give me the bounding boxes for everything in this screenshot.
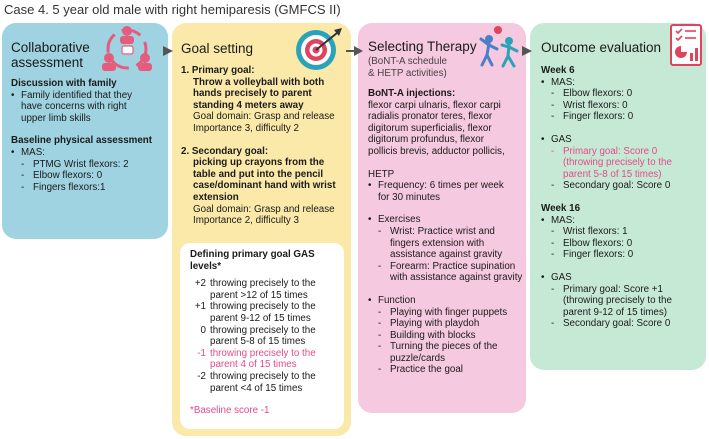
week16-primary-score: - Primary goal: Score +1(throwing precis…: [551, 283, 672, 318]
function-item: -Playing with finger puppets: [378, 306, 508, 318]
children-playing-icon: [479, 26, 519, 68]
mas-item: -Elbow flexors: 0: [21, 170, 103, 182]
team-discussion-icon: [102, 26, 152, 71]
selecting-therapy-panel: [358, 23, 526, 413]
secondary-goal-label: 2. Secondary goal:: [181, 145, 269, 157]
secondary-goal-importance: Importance 2, difficulty 3: [193, 215, 300, 227]
week16-mas-label: •MAS:: [541, 214, 575, 226]
gas-levels-box: [180, 243, 344, 429]
week6-mas-label: •MAS:: [541, 76, 575, 88]
exercises-label: •Exercises: [368, 214, 421, 226]
week6-mas-item: -Elbow flexors: 0: [551, 88, 633, 100]
bont-heading: BoNT-A injections:: [368, 88, 456, 99]
function-item: -Practice the goal: [378, 364, 463, 376]
secondary-goal-domain: Goal domain: Grasp and release: [193, 203, 335, 215]
outcome-evaluation-panel: [530, 23, 706, 370]
therapy-content: BoNT-A injections: flexor carpi ulnaris,…: [368, 88, 523, 376]
target-dart-icon: [296, 28, 342, 70]
week6-gas-label: •GAS: [541, 133, 572, 145]
arrow-right-icon: [346, 46, 363, 56]
outcome-evaluation-title: Outcome evaluation: [541, 40, 662, 55]
week16-mas-item: -Elbow flexors: 0: [551, 237, 633, 249]
week16-gas-label: •GAS: [541, 271, 572, 283]
therapy-subtitle: (BoNT-A schedule & HETP activities): [368, 56, 447, 79]
bont-text: flexor carpi ulnaris, flexor carpi: [368, 99, 501, 111]
week6-primary-score: - Primary goal: Score 0(throwing precise…: [551, 145, 672, 180]
hetp-label: HETP: [368, 168, 395, 180]
week16-secondary-score: -Secondary goal: Score 0: [551, 318, 671, 330]
case-title: Case 4. 5 year old male with right hemip…: [4, 2, 341, 17]
outcome-content: Week 6 •MAS: -Elbow flexors: 0 -Wrist fl…: [541, 65, 703, 330]
primary-goal-label: 1. Primary goal:: [181, 65, 255, 76]
week16-mas-item: -Finger flexors: 0: [551, 249, 634, 261]
function-item: -Playing with playdoh: [378, 318, 480, 330]
week6-mas-item: -Wrist flexors: 0: [551, 99, 628, 111]
week16-mas-item: -Wrist flexors: 1: [551, 226, 628, 238]
mas-item: -Fingers flexors:1: [21, 181, 106, 193]
arrow-right-icon: [163, 46, 173, 56]
baseline-heading: Baseline physical assessment: [11, 135, 153, 147]
week6-mas-item: -Finger flexors: 0: [551, 111, 634, 123]
baseline-score-note: *Baseline score -1: [190, 405, 270, 417]
mas-label: •MAS:: [11, 146, 45, 158]
week6-label: Week 6: [541, 65, 575, 76]
gas-levels-content: Defining primary goal GAS levels* +2 thr…: [190, 249, 340, 417]
goal-content: 1. Primary goal: Throw a volleyball with…: [181, 65, 347, 227]
week16-label: Week 16: [541, 202, 581, 214]
arrow-right-icon: [522, 46, 532, 56]
secondary-goal-text: picking up crayons from the: [193, 157, 325, 169]
function-item: -Building with blocks: [378, 329, 476, 341]
selecting-therapy-title: Selecting Therapy: [368, 39, 477, 54]
report-chart-icon: [670, 24, 702, 66]
primary-goal-domain: Goal domain: Grasp and release: [193, 111, 335, 123]
primary-goal-text: Throw a volleyball with both: [193, 76, 325, 88]
gas-heading: Defining primary goal GAS: [190, 249, 315, 260]
week6-secondary-score: -Secondary goal: Score 0: [551, 180, 671, 192]
mas-item: -PTMG Wrist flexors: 2: [21, 158, 129, 170]
goal-setting-title: Goal setting: [181, 41, 254, 56]
function-label: •Function: [368, 294, 416, 306]
collab-content: Discussion with family • Family identifi…: [11, 78, 163, 193]
discussion-heading: Discussion with family: [11, 78, 117, 89]
discussion-bullet: • Family identified that they have conce…: [11, 89, 133, 124]
primary-goal-importance: Importance 3, difficulty 2: [193, 122, 300, 134]
